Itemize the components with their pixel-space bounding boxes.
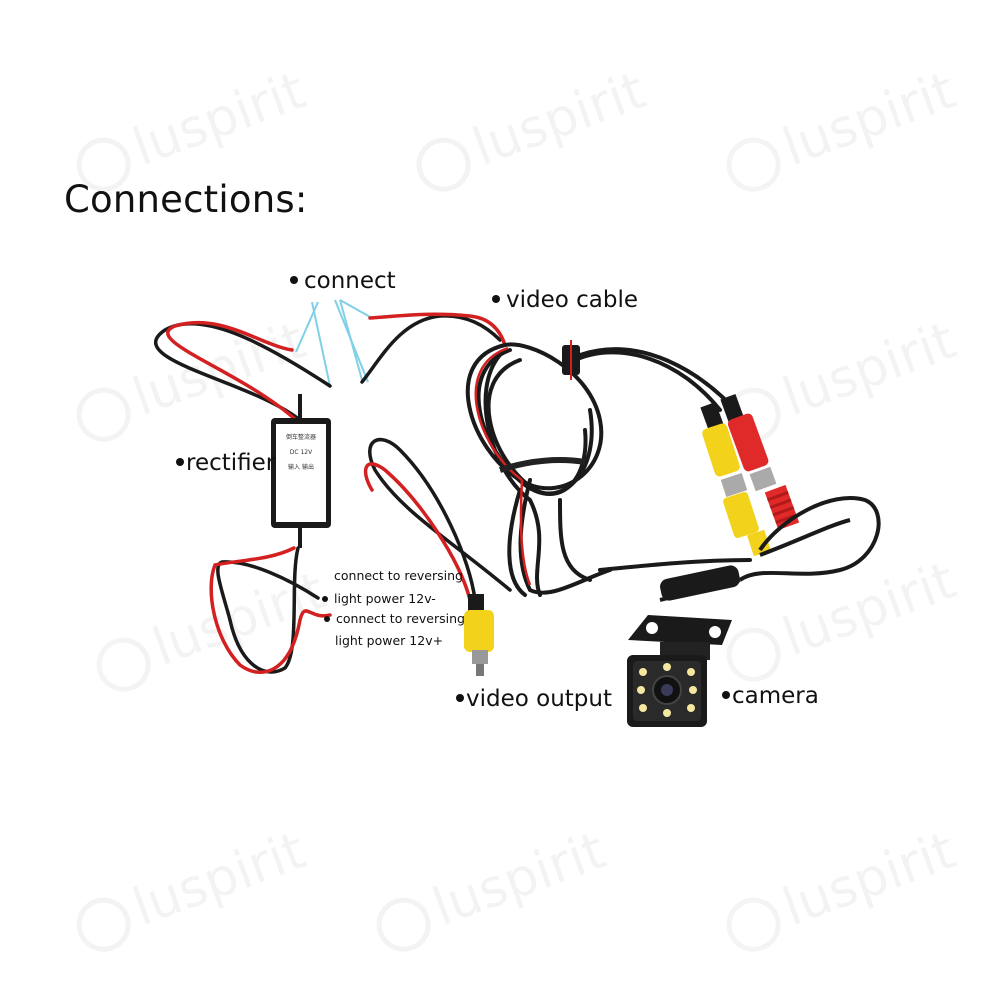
bullet-dot	[456, 693, 464, 702]
page-title: Connections:	[64, 178, 308, 221]
connect-indicator-lines	[295, 299, 373, 387]
label-camera: camera	[722, 683, 819, 709]
label-rectifier: rectifier	[176, 450, 275, 476]
label-video-output: video output	[456, 686, 612, 712]
rectifier-input-wires	[154, 312, 507, 422]
note-positive: light power 12v+	[335, 633, 444, 648]
camera-cable-boot	[660, 565, 740, 601]
cable-tie	[499, 457, 586, 473]
rca-connector-pair	[700, 393, 800, 557]
camera-body	[627, 615, 732, 727]
label-video-cable: video cable	[492, 287, 638, 313]
bullet-dot	[322, 595, 328, 602]
bullet-dot	[290, 275, 298, 284]
video-output-rca	[464, 594, 494, 676]
bullet-dot	[492, 294, 500, 303]
video-cable-coil	[465, 342, 752, 597]
rectifier-output-wires	[209, 546, 332, 674]
video-output-wires	[363, 438, 512, 602]
note-negative: light power 12v-	[322, 591, 436, 607]
bullet-dot	[176, 457, 184, 466]
note-positive: connect to reversing	[324, 611, 465, 627]
label-connect: connect	[290, 268, 396, 294]
bullet-dot	[722, 690, 730, 699]
note-negative: connect to reversing	[334, 568, 463, 583]
bullet-dot	[324, 615, 330, 622]
rectifier-box	[271, 394, 331, 548]
rectifier-label: 倒车整流器 DC 12V 输入 输出	[285, 434, 316, 471]
